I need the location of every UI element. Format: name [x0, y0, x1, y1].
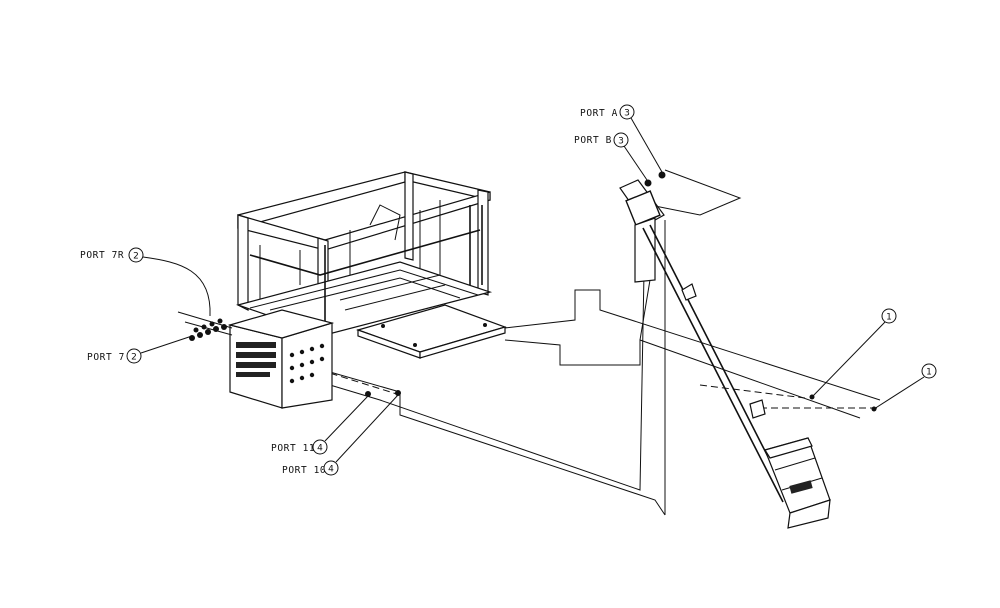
- callout-balloon: [312, 439, 328, 455]
- valve-manifold: [227, 309, 335, 409]
- callout-port-11: PORT 11 4: [271, 395, 369, 455]
- hose-port10: [329, 371, 666, 516]
- valve-section: [236, 352, 276, 358]
- fitting-rail: [184, 321, 233, 336]
- frame-base-bar-2: [344, 284, 446, 311]
- callout-balloon: [613, 132, 629, 148]
- manifold-ports: [289, 343, 325, 384]
- callout-balloon-number: 4: [317, 444, 323, 454]
- callout-balloon: [126, 348, 142, 364]
- hopper-base: [787, 499, 831, 529]
- valve-section: [236, 342, 276, 348]
- port-10-fitting: [395, 390, 401, 396]
- plate-bolt: [483, 323, 487, 327]
- manifold-face-top: [227, 309, 335, 339]
- callout-item-1-lower: 1: [873, 363, 937, 410]
- frame-mid-rail: [249, 229, 481, 276]
- frame-base-bar: [339, 274, 441, 301]
- cylinder-clamp: [681, 283, 697, 301]
- leader-line: [811, 321, 886, 398]
- plate-side-right: [419, 326, 506, 359]
- frame-top-rail-front: [237, 214, 326, 251]
- leader-line: [142, 256, 211, 317]
- hose-port11: [329, 217, 646, 491]
- callout-port-a: PORT A 3: [580, 104, 663, 173]
- leader-line: [324, 395, 369, 442]
- hopper-opening: [789, 480, 813, 494]
- callout-port-b: PORT B 3: [574, 132, 648, 181]
- callout-port-7r: PORT 7R 2: [80, 247, 211, 317]
- callout-label: PORT B: [574, 135, 612, 146]
- callout-balloon-number: 2: [133, 252, 139, 262]
- hopper-line: [774, 457, 816, 471]
- leader-line: [140, 335, 193, 354]
- callout-balloon: [619, 104, 635, 120]
- port-a-fitting: [658, 171, 666, 179]
- dashed-line-3: [699, 384, 806, 399]
- cylinder-barrel: [634, 217, 656, 283]
- callout-balloon-number: 1: [886, 313, 892, 323]
- callout-balloon: [921, 363, 937, 379]
- frame-base-inner: [249, 269, 479, 309]
- callout-label: PORT 7: [87, 352, 125, 363]
- manifold-valve-stack: [236, 342, 276, 377]
- callout-balloon-number: 3: [624, 109, 630, 119]
- callout-port-10: PORT 10 4: [282, 394, 399, 476]
- cylinder-rod-2: [642, 227, 784, 503]
- plate-bolt: [413, 343, 417, 347]
- leader-line: [873, 376, 925, 410]
- frame-top-rail-left: [237, 171, 406, 229]
- callout-label: PORT 7R: [80, 250, 124, 261]
- leader-line: [623, 145, 648, 181]
- callout-balloon-number: 3: [618, 137, 624, 147]
- hopper: [764, 437, 831, 529]
- dashed-line-1: [319, 369, 401, 396]
- callout-balloon: [323, 460, 339, 476]
- platform-plate: [356, 304, 507, 359]
- hydraulic-cylinder: [619, 171, 791, 503]
- leader-line: [630, 117, 663, 173]
- frame-post-3: [404, 171, 414, 261]
- callout-item-1-upper: 1: [811, 308, 897, 398]
- fittings-row: [177, 311, 233, 341]
- frame-post-1: [237, 214, 249, 311]
- callout-label: PORT 11: [271, 443, 315, 454]
- callout-label: PORT A: [580, 108, 618, 119]
- hopper-rim: [764, 437, 813, 459]
- frame-base-inner-2: [269, 277, 461, 311]
- port-b-fitting: [644, 179, 652, 187]
- leader-line: [335, 394, 399, 463]
- valve-section: [236, 372, 270, 377]
- callout-balloon-number: 4: [328, 465, 334, 475]
- callout-port-7: PORT 7 2: [87, 335, 193, 364]
- frame-bracket: [369, 204, 401, 241]
- plate-bolt: [381, 324, 385, 328]
- callout-label: PORT 10: [282, 465, 326, 476]
- callout-balloon: [128, 247, 144, 263]
- hose-upper: [504, 289, 881, 401]
- rod-bracket: [749, 399, 766, 419]
- callout-balloon-number: 2: [131, 353, 137, 363]
- frame-post-4: [477, 189, 489, 296]
- callout-balloon: [881, 308, 897, 324]
- port-11-fitting: [365, 391, 371, 397]
- valve-section: [236, 362, 276, 368]
- callout-balloon-number: 1: [926, 368, 932, 378]
- hose-lower: [504, 339, 861, 419]
